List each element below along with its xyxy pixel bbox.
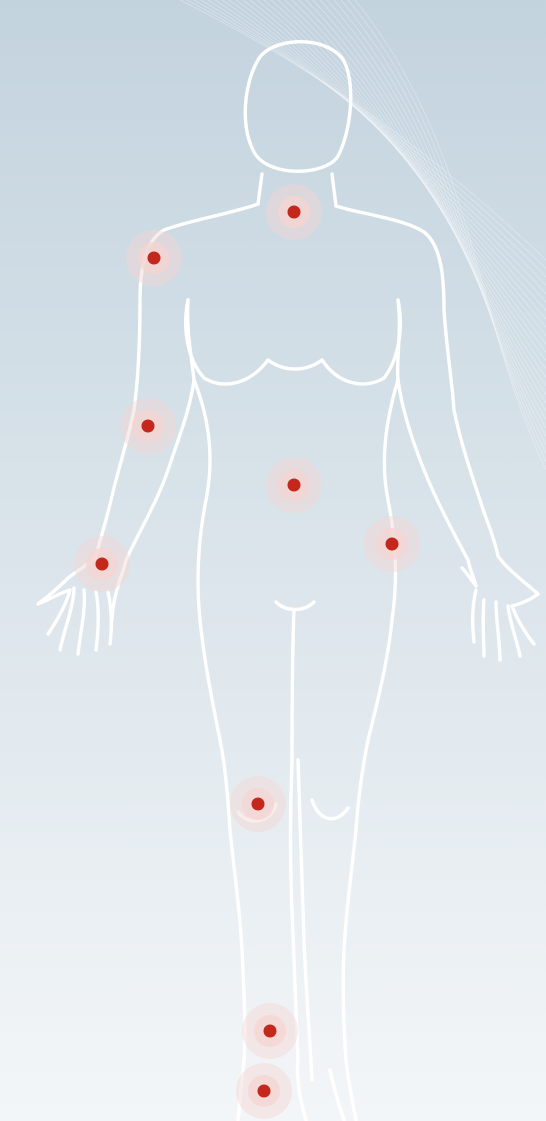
point-hip[interactable] <box>364 516 420 572</box>
point-knee[interactable] <box>230 776 286 832</box>
pain-point-icon <box>142 420 155 433</box>
point-abdomen[interactable] <box>266 457 322 513</box>
point-neck[interactable] <box>266 184 322 240</box>
pain-point-icon <box>252 798 265 811</box>
pain-point-icon <box>96 558 109 571</box>
pain-point-icon <box>288 206 301 219</box>
pain-point-icon <box>386 538 399 551</box>
pain-point-icon <box>148 252 161 265</box>
point-foot[interactable] <box>236 1063 292 1119</box>
point-wrist[interactable] <box>74 536 130 592</box>
point-elbow[interactable] <box>120 398 176 454</box>
pain-point-icon <box>258 1085 271 1098</box>
pain-point-icon <box>288 479 301 492</box>
point-shoulder[interactable] <box>126 230 182 286</box>
pain-point-icon <box>264 1025 277 1038</box>
point-ankle[interactable] <box>242 1003 298 1059</box>
